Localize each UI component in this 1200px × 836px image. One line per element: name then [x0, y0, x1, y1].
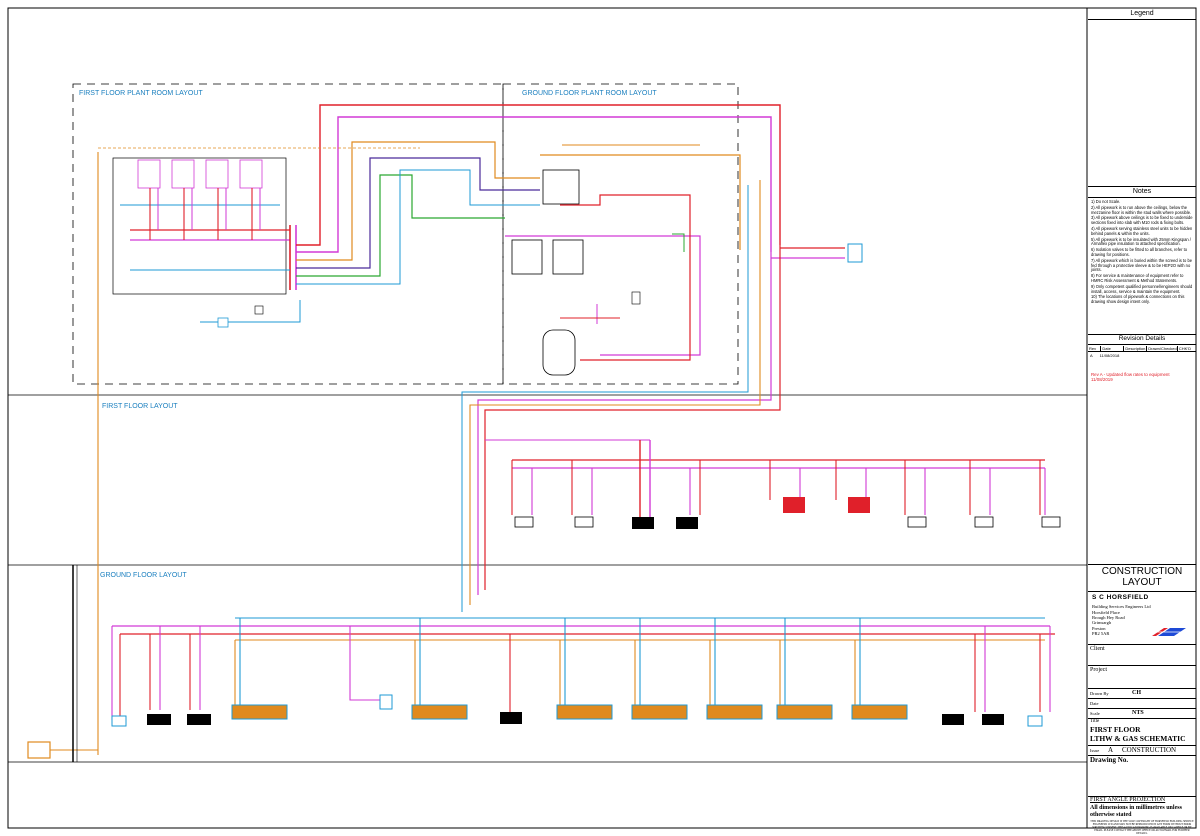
title-label: Title	[1090, 719, 1100, 724]
note-item: 4) All pipework serving stainless steel …	[1091, 225, 1193, 236]
calorifier	[542, 329, 576, 376]
drawing-no-label: Drawing No.	[1090, 756, 1129, 764]
note-item: 1) Do not Scale.	[1091, 199, 1121, 204]
buffer-vessel	[542, 169, 580, 205]
address-line: Brough Hey Road	[1092, 615, 1125, 621]
first-floor-units	[514, 497, 1061, 529]
dimensions-note: All dimensions in millimetres unless oth…	[1090, 805, 1182, 818]
first-floor-plant-room-boundary	[72, 83, 504, 385]
issue-label: Issue	[1090, 748, 1100, 753]
revision-col: Drawn/Checked	[1148, 346, 1178, 351]
first-floor-plant-room-label: FIRST FLOOR PLANT ROOM LAYOUT	[79, 90, 203, 97]
ground-floor-plant-room-boundary	[502, 83, 739, 385]
copyright-note: THIS DRAWING DESIGN IS THE SOLE COPYRIGH…	[1090, 820, 1194, 835]
revision-note: Rev A - Updated flow rates to equipment …	[1091, 372, 1170, 382]
date-row: Date	[1088, 699, 1196, 709]
external-unit	[847, 243, 863, 263]
scale-row: Scale NTS	[1088, 709, 1196, 719]
note-item: 5) All pipework is to be insulated with …	[1091, 236, 1191, 247]
date-label: Date	[1090, 701, 1099, 706]
legend-heading: Legend	[1088, 10, 1196, 20]
ground-floor-plant-room-label: GROUND FLOOR PLANT ROOM LAYOUT	[522, 90, 657, 97]
gas-meter	[27, 741, 51, 759]
pump-unit	[552, 239, 584, 275]
address-line: Preston	[1092, 625, 1106, 631]
sheet-border	[7, 7, 1197, 829]
first-floor-drops	[511, 460, 1046, 515]
ground-floor-layout-label: GROUND FLOOR LAYOUT	[100, 572, 187, 579]
drawn-by-label: Drawn By	[1090, 691, 1109, 696]
address-line: Horsfield Place	[1092, 610, 1120, 615]
address-line: Grimsargh	[1092, 620, 1112, 626]
scale-label: Scale	[1090, 711, 1100, 716]
drawn-by-row: Drawn By CH	[1088, 689, 1196, 699]
scale-value: NTS	[1132, 710, 1144, 716]
revision-col: Description	[1125, 346, 1148, 351]
client-label: Client	[1090, 646, 1105, 652]
note-item: 9) Only competent qualified personnel/en…	[1091, 283, 1193, 294]
notes-heading: Notes	[1088, 188, 1196, 198]
stage-title: CONSTRUCTION LAYOUT	[1101, 566, 1183, 588]
boiler-bank	[137, 159, 263, 189]
revision-table: Rev Date Description Drawn/Checked CHK'D	[1088, 346, 1196, 352]
note-item: 2) All pipework is to run above the ceil…	[1091, 204, 1192, 215]
note-item: 7) All pipework which is buried within t…	[1091, 257, 1193, 273]
revision-col: Date	[1101, 346, 1125, 351]
drawn-by-value: CH	[1132, 690, 1141, 696]
project-label: Project	[1090, 667, 1107, 673]
note-item: 8) For service & maintenance of equipmen…	[1091, 273, 1184, 283]
ground-floor-drops	[111, 618, 1051, 720]
title-line-1: FIRST FLOOR	[1090, 725, 1141, 734]
address-line: PR2 5AR	[1092, 630, 1110, 636]
revision-date: 11/08/2018	[1099, 353, 1120, 358]
note-item: 6) Isolation valves to be fitted to all …	[1091, 247, 1188, 257]
revision-col: CHK'D	[1178, 346, 1191, 351]
issue-status: CONSTRUCTION	[1122, 746, 1177, 754]
pump-unit	[511, 239, 543, 275]
company-subtitle: Building Services Engineers Ltd	[1092, 604, 1151, 609]
ground-floor-units	[111, 694, 1043, 727]
boiler-enclosure	[112, 157, 287, 295]
issue-row: Issue A CONSTRUCTION	[1088, 745, 1196, 756]
first-floor-layout-label: FIRST FLOOR LAYOUT	[102, 403, 178, 410]
title-line-2: LTHW & GAS SCHEMATIC	[1090, 734, 1186, 743]
note-item: 3) All pipework above ceilings is to be …	[1091, 215, 1193, 226]
revision-heading: Revision Details	[1088, 335, 1196, 345]
company-name: S C HORSFIELD	[1092, 594, 1149, 601]
company-address: Horsfield Place Brough Hey Road Grimsarg…	[1092, 610, 1125, 636]
notes-list: 1) Do not Scale. 2) All pipework is to r…	[1091, 199, 1193, 306]
issue-value: A	[1108, 746, 1114, 754]
revision-row: A 11/08/2018	[1090, 353, 1119, 358]
note-item: 10) The locations of pipework & connecti…	[1091, 294, 1185, 305]
revision-rev: A	[1090, 353, 1093, 358]
company-logo	[1152, 628, 1186, 636]
projection-label: FIRST ANGLE PROJECTION	[1090, 797, 1166, 803]
title-block: Legend Notes 1) Do not Scale. 2) All pip…	[1088, 8, 1196, 835]
revision-col: Rev	[1088, 346, 1102, 351]
